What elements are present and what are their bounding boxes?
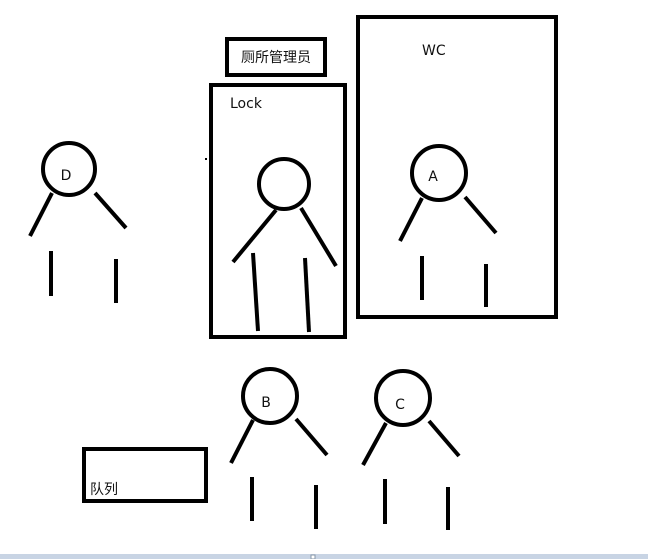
person-b [229, 367, 329, 529]
person-d [28, 141, 128, 303]
person-lock-left-leg [251, 252, 260, 332]
person-lock-right-leg [303, 257, 311, 333]
lock-label: Lock [230, 96, 263, 112]
person-a-head [410, 144, 468, 202]
person-a-left-arm [398, 197, 424, 242]
queue-box: 队列 [82, 447, 208, 503]
bottom-bar-handle [310, 554, 316, 559]
person-d-label: D [61, 168, 72, 184]
person-d-right-arm [93, 191, 128, 230]
person-a [398, 144, 498, 307]
person-c [361, 369, 461, 530]
manager-box: 厕所管理员 [225, 37, 327, 77]
person-b-label: B [261, 395, 271, 411]
person-b-head [241, 367, 299, 425]
manager-label: 厕所管理员 [241, 50, 311, 66]
queue-box-frame [82, 447, 208, 503]
queue-label: 队列 [90, 482, 118, 498]
person-c-head [374, 369, 432, 427]
person-c-left-arm [361, 422, 388, 466]
wc-box: WC [356, 15, 558, 319]
person-lock [231, 157, 338, 333]
wc-box-frame [356, 15, 558, 319]
person-c-right-arm [427, 419, 461, 458]
person-d-head [41, 141, 97, 197]
person-b-left-arm [229, 419, 255, 464]
person-lock-head [257, 157, 311, 211]
stray-mark [205, 158, 207, 160]
person-a-label: A [428, 169, 438, 185]
lock-box: Lock [209, 83, 347, 339]
manager-box-frame [225, 37, 327, 77]
person-b-right-arm [294, 417, 329, 457]
person-a-right-arm [463, 195, 498, 235]
person-lock-left-arm [231, 208, 278, 264]
wc-label: WC [422, 43, 446, 59]
person-d-left-arm [28, 192, 54, 237]
person-c-label: C [395, 397, 405, 413]
person-lock-right-arm [299, 206, 338, 268]
lock-box-frame [209, 83, 347, 339]
bottom-bar [0, 554, 648, 559]
